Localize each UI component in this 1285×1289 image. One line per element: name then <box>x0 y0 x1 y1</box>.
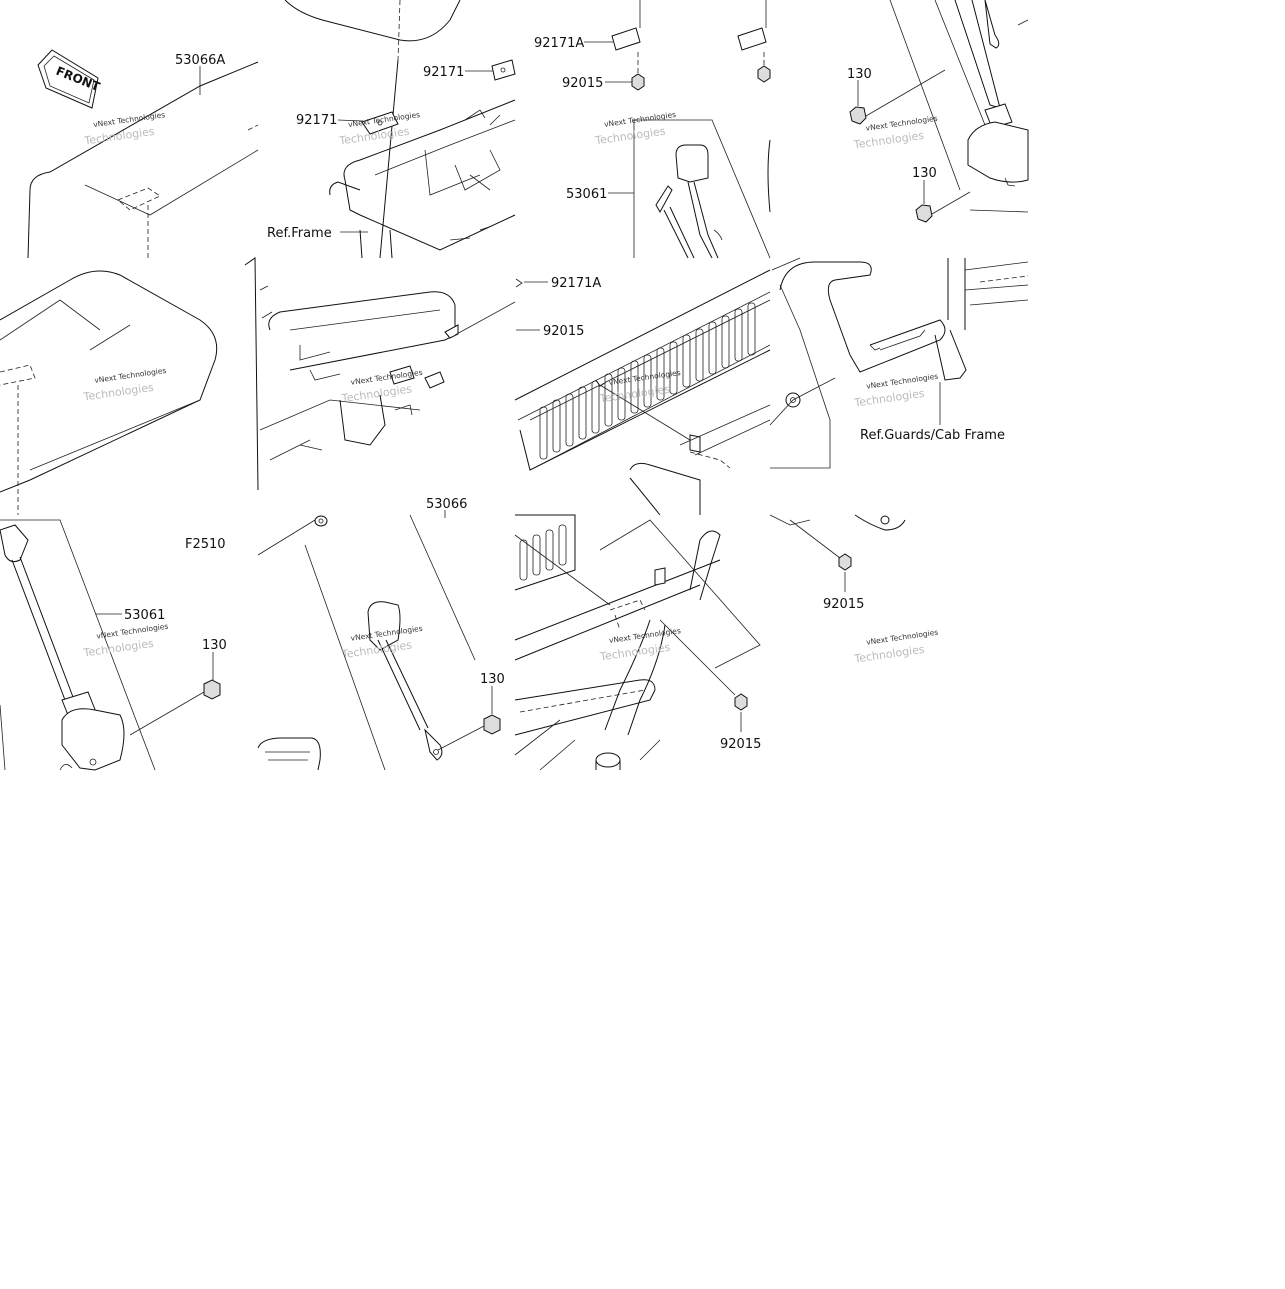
watermark-line1: vNext Technologies <box>865 114 938 133</box>
grille-slots <box>539 302 756 460</box>
watermark-line2: Technologies <box>852 129 925 152</box>
nut-92015-right-lower <box>838 553 852 571</box>
label-130-b: 130 <box>912 166 937 181</box>
callout-92171-left: 92171 <box>296 113 364 128</box>
bolt-130-c <box>129 679 221 736</box>
watermark-2: vNext Technologies Technologies <box>337 110 420 148</box>
label-92015-top: 92015 <box>562 76 603 91</box>
bracket-92171-left <box>361 111 399 135</box>
bolt-130-b <box>915 191 971 223</box>
label-130-d: 130 <box>480 672 505 687</box>
bracket-92171A-right <box>737 0 767 51</box>
seat-belt-retractor-top <box>767 0 1029 213</box>
nut-92015-top <box>631 52 645 91</box>
watermark-5: vNext Technologies Technologies <box>82 366 167 404</box>
callout-130-b: 130 <box>912 166 937 204</box>
label-92015-right: 92015 <box>823 597 864 612</box>
callout-92015-bot: 92015 <box>720 712 761 752</box>
callout-92171A-top: 92171A <box>534 36 613 51</box>
callout-53061-top: 53061 <box>566 187 634 202</box>
rear-grille-panel <box>514 269 771 516</box>
label-92171-top: 92171 <box>423 65 464 80</box>
label-92171-left: 92171 <box>296 113 337 128</box>
callout-53066: 53066 <box>426 497 467 518</box>
label-130-c: 130 <box>202 638 227 653</box>
lower-frame-assembly <box>514 514 761 771</box>
lower-right-bracket <box>769 514 906 559</box>
watermark-12: vNext Technologies Technologies <box>853 628 939 666</box>
diagram-code: F2510 <box>185 537 226 552</box>
label-53061-bot: 53061 <box>124 608 165 623</box>
watermark-6: vNext Technologies Technologies <box>340 368 423 406</box>
callout-ref-guards: Ref.Guards/Cab Frame <box>860 415 1005 443</box>
label-92015-mid: 92015 <box>543 324 584 339</box>
watermark-8: vNext Technologies Technologies <box>853 372 939 410</box>
seat-belt-lower-left <box>0 519 156 771</box>
rear-frame-closeup <box>244 257 516 491</box>
callout-92015-mid: 92015 <box>516 324 584 339</box>
watermark-11: vNext Technologies Technologies <box>598 626 681 664</box>
watermark-1: vNext Technologies Technologies <box>83 110 166 148</box>
callout-92015-right: 92015 <box>823 572 864 612</box>
watermark-line1: vNext Technologies <box>608 626 681 645</box>
watermark-line1: vNext Technologies <box>94 366 167 385</box>
watermark-line1: vNext Technologies <box>96 622 169 641</box>
bolt-130-d <box>437 714 501 751</box>
callout-53066A: 53066A <box>175 53 225 95</box>
watermark-line1: vNext Technologies <box>604 110 677 129</box>
label-53066: 53066 <box>426 497 467 512</box>
label-92171A-top: 92171A <box>534 36 584 51</box>
callout-92171-top: 92171 <box>423 65 493 80</box>
seat-cushion-top <box>27 61 259 259</box>
watermark-line1: vNext Technologies <box>866 628 939 647</box>
label-ref-frame: Ref.Frame <box>267 226 332 241</box>
callout-130-d: 130 <box>480 672 505 714</box>
seat-belt-buckle-lower <box>257 514 476 771</box>
bracket-92171A-top <box>611 0 641 51</box>
watermark-10: vNext Technologies Technologies <box>340 624 423 662</box>
watermark-3: vNext Technologies Technologies <box>593 110 677 148</box>
nut-92015-bot <box>734 693 748 711</box>
bolt-130-a <box>849 69 946 125</box>
callout-130-c: 130 <box>202 638 227 680</box>
cab-frame-guard <box>769 257 1029 469</box>
watermark-line2: Technologies <box>82 637 155 660</box>
watermark-line2: Technologies <box>853 387 926 410</box>
watermark-9: vNext Technologies Technologies <box>82 622 169 660</box>
label-ref-guards: Ref.Guards/Cab Frame <box>860 428 1005 443</box>
label-92015-bot: 92015 <box>720 737 761 752</box>
callout-130-a: 130 <box>847 67 872 106</box>
label-F2510: F2510 <box>185 537 226 552</box>
watermark-line1: vNext Technologies <box>350 368 423 387</box>
label-53061-top: 53061 <box>566 187 607 202</box>
watermark-line2: Technologies <box>82 381 155 404</box>
label-130-a: 130 <box>847 67 872 82</box>
label-92171A-mid: 92171A <box>551 276 601 291</box>
callout-53061-bot: 53061 <box>96 608 165 623</box>
callout-ref-frame: Ref.Frame <box>267 226 368 241</box>
seat-cushion-middle <box>0 270 218 515</box>
watermark-line2: Technologies <box>853 643 926 666</box>
front-direction-sign: FRONT <box>37 49 103 109</box>
label-53066A: 53066A <box>175 53 225 68</box>
watermark-line1: vNext Technologies <box>866 372 939 391</box>
callout-92015-top: 92015 <box>562 76 632 91</box>
seat-belt-buckle-top <box>633 119 771 259</box>
nut-92015-right <box>757 52 771 83</box>
rear-frame-structure <box>329 99 516 259</box>
callout-92171A-mid: 92171A <box>515 276 601 291</box>
bracket-92171-top <box>491 59 516 81</box>
